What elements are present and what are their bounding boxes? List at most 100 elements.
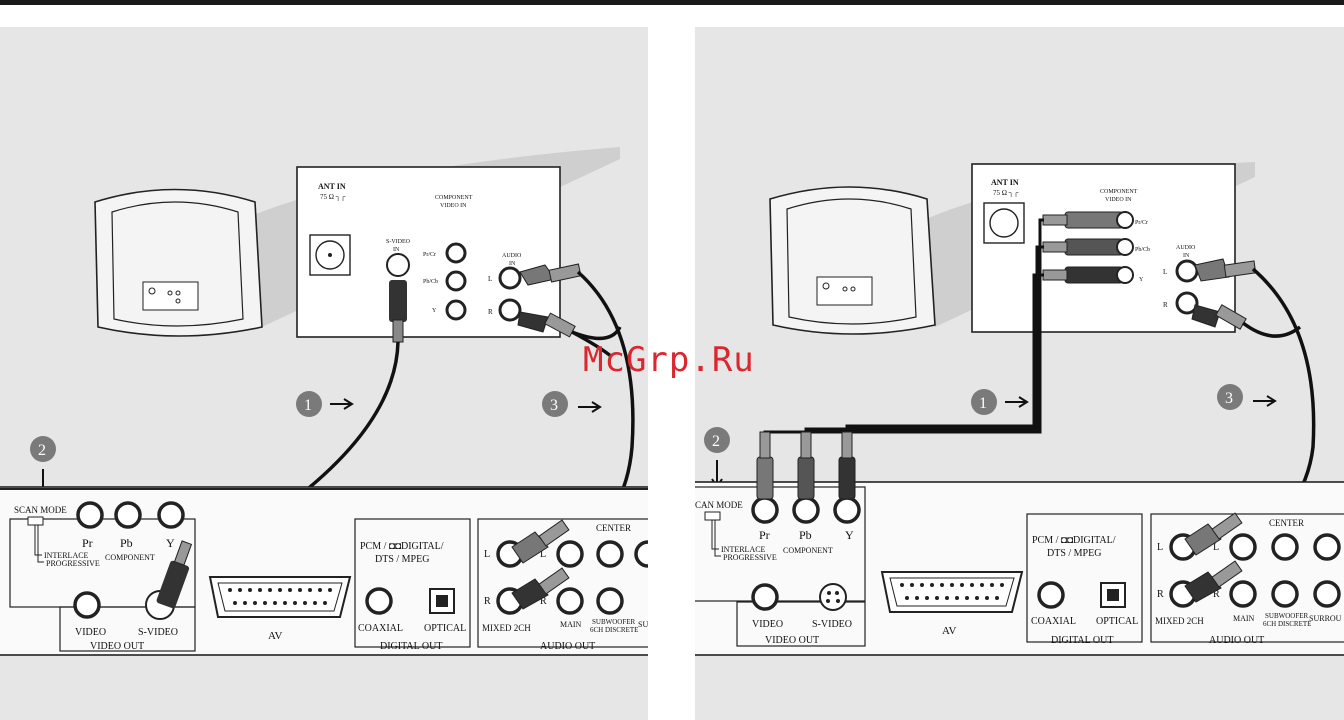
audio-r-in-jack	[498, 298, 522, 322]
main-r-label: R	[540, 596, 547, 607]
video-out-jack	[751, 583, 779, 611]
optical-label: OPTICAL	[1096, 616, 1138, 627]
component-plugs-tv	[1042, 211, 1134, 284]
subwoofer-label-1: SUBWOOFER	[592, 618, 636, 626]
main-r-label: R	[1213, 589, 1220, 600]
dts-label: DTS / MPEG	[375, 554, 429, 565]
component-in-label-2: VIDEO IN	[1105, 197, 1132, 203]
step-3-label: 3	[550, 397, 558, 414]
svideo-connection-diagram: ANT IN 75 Ω ┐┌ S-VIDEO IN COMPONENT VIDE…	[0, 147, 648, 656]
surround-label: SURROU	[1309, 614, 1342, 623]
audio-in-label-1: AUDIO	[502, 253, 522, 259]
pr-out-jack	[76, 501, 104, 529]
pb-out-label: Pb	[120, 536, 133, 550]
y-out-label: Y	[166, 536, 175, 550]
y-out-label: Y	[845, 528, 854, 542]
tv-rear-illustration	[769, 186, 936, 335]
digital-out-label: DIGITAL OUT	[1051, 635, 1113, 646]
main-l-label: L	[540, 549, 546, 560]
step-1-label: 1	[979, 395, 987, 412]
subwoofer-label-2: 6CH DISCRETE	[590, 626, 638, 634]
main-l-jack	[556, 540, 584, 568]
audio-l-out-label: L	[484, 549, 490, 560]
component-out-label: COMPONENT	[783, 546, 833, 555]
coaxial-jack	[1037, 581, 1065, 609]
svideo-out-jack	[819, 583, 847, 611]
y-in-label: Y	[432, 308, 437, 314]
component-connection-diagram: ANT IN 75 Ω ┐┌ COMPONENT VIDEO IN Pr/Cr …	[695, 162, 1344, 656]
tv-rear-illustration	[94, 188, 263, 337]
component-out-label: COMPONENT	[105, 553, 155, 562]
pr-in-label: Pr/Cr	[1135, 220, 1148, 226]
audio-r-in-label: R	[1163, 301, 1168, 309]
video-out-label: VIDEO	[752, 619, 783, 630]
component-in-label-1: COMPONENT	[435, 195, 473, 201]
progressive-label: PROGRESSIVE	[723, 553, 777, 562]
y-in-label: Y	[1139, 277, 1144, 283]
step-1-label: 1	[304, 397, 312, 414]
component-in-label-1: COMPONENT	[1100, 189, 1138, 195]
coaxial-label: COAXIAL	[1031, 616, 1076, 627]
av-label: AV	[268, 630, 283, 642]
player-rear-panel: CAN MODE INTERLACE PROGRESSIVE Pr Pb Y C…	[695, 431, 1344, 656]
step-3-marker: 3	[542, 391, 602, 417]
player-rear-panel: SCAN MODE INTERLACE PROGRESSIVE Pr Pb Y …	[0, 486, 648, 656]
coaxial-jack	[365, 587, 393, 615]
main-r-jack	[1229, 580, 1257, 608]
step-2-marker: 2	[30, 436, 56, 497]
main-label: MAIN	[1233, 614, 1255, 623]
pb-out-jack	[792, 496, 820, 524]
mixed-2ch-label: MIXED 2CH	[1155, 616, 1204, 626]
tv-input-panel: ANT IN 75 Ω ┐┌ S-VIDEO IN COMPONENT VIDE…	[296, 166, 561, 338]
scan-mode-switch[interactable]	[704, 511, 721, 521]
pb-out-jack	[114, 501, 142, 529]
video-out-jack	[73, 591, 101, 619]
mixed-2ch-label: MIXED 2CH	[482, 623, 531, 633]
svideo-plug-tv	[386, 253, 410, 343]
av-label: AV	[942, 625, 957, 637]
video-out-group-label: VIDEO OUT	[765, 635, 819, 646]
y-out-jack	[157, 501, 185, 529]
audio-r-in-label: R	[488, 308, 493, 316]
audio-l-in-jack	[498, 266, 522, 290]
audio-r-in-jack	[1175, 291, 1199, 315]
top-rule	[0, 0, 1344, 5]
audio-in-label-2: IN	[509, 261, 516, 267]
audio-in-label-2: IN	[1183, 253, 1190, 259]
pb-in-label: Pb/Cb	[423, 279, 438, 285]
pb-in-label: Pb/Cb	[1135, 247, 1150, 253]
audio-r-out-label: R	[1157, 589, 1164, 600]
av-scart-connector	[208, 576, 352, 618]
y-in-jack	[445, 299, 467, 321]
pr-out-label: Pr	[82, 536, 93, 550]
audio-l-in-jack	[1175, 259, 1199, 283]
main-r-jack	[556, 587, 584, 615]
optical-label: OPTICAL	[424, 623, 466, 634]
svideo-out-label: S-VIDEO	[138, 627, 178, 638]
audio-r-out-label: R	[484, 596, 491, 607]
scan-mode-label: SCAN MODE	[14, 505, 67, 515]
step-3-label: 3	[1225, 390, 1233, 407]
subwoofer-label-1: SUBWOOFER	[1265, 612, 1309, 620]
component-in-label-2: VIDEO IN	[440, 203, 467, 209]
center-label: CENTER	[596, 523, 631, 533]
pb-out-label: Pb	[799, 528, 812, 542]
step-1-marker: 1	[296, 391, 354, 417]
pcm-label: PCM / ◘◘DIGITAL/	[360, 541, 444, 552]
step-3-marker: 3	[1217, 384, 1277, 410]
ant-in-sub-label: 75 Ω ┐┌	[320, 193, 346, 201]
dts-label: DTS / MPEG	[1047, 548, 1101, 559]
surround-r-jack	[1313, 580, 1341, 608]
interlace-label: INTERLACE	[44, 551, 89, 560]
center-jack	[1271, 533, 1299, 561]
main-l-label: L	[1213, 542, 1219, 553]
digital-out-label: DIGITAL OUT	[380, 641, 442, 652]
pr-in-jack	[445, 242, 467, 264]
coaxial-label: COAXIAL	[358, 623, 403, 634]
scan-mode-switch[interactable]	[27, 516, 44, 526]
surround-label: SU	[638, 620, 648, 629]
pr-out-jack	[751, 496, 779, 524]
subwoofer-jack	[596, 587, 624, 615]
audio-plugs-tv	[517, 263, 582, 338]
step-1-marker: 1	[971, 389, 1029, 415]
